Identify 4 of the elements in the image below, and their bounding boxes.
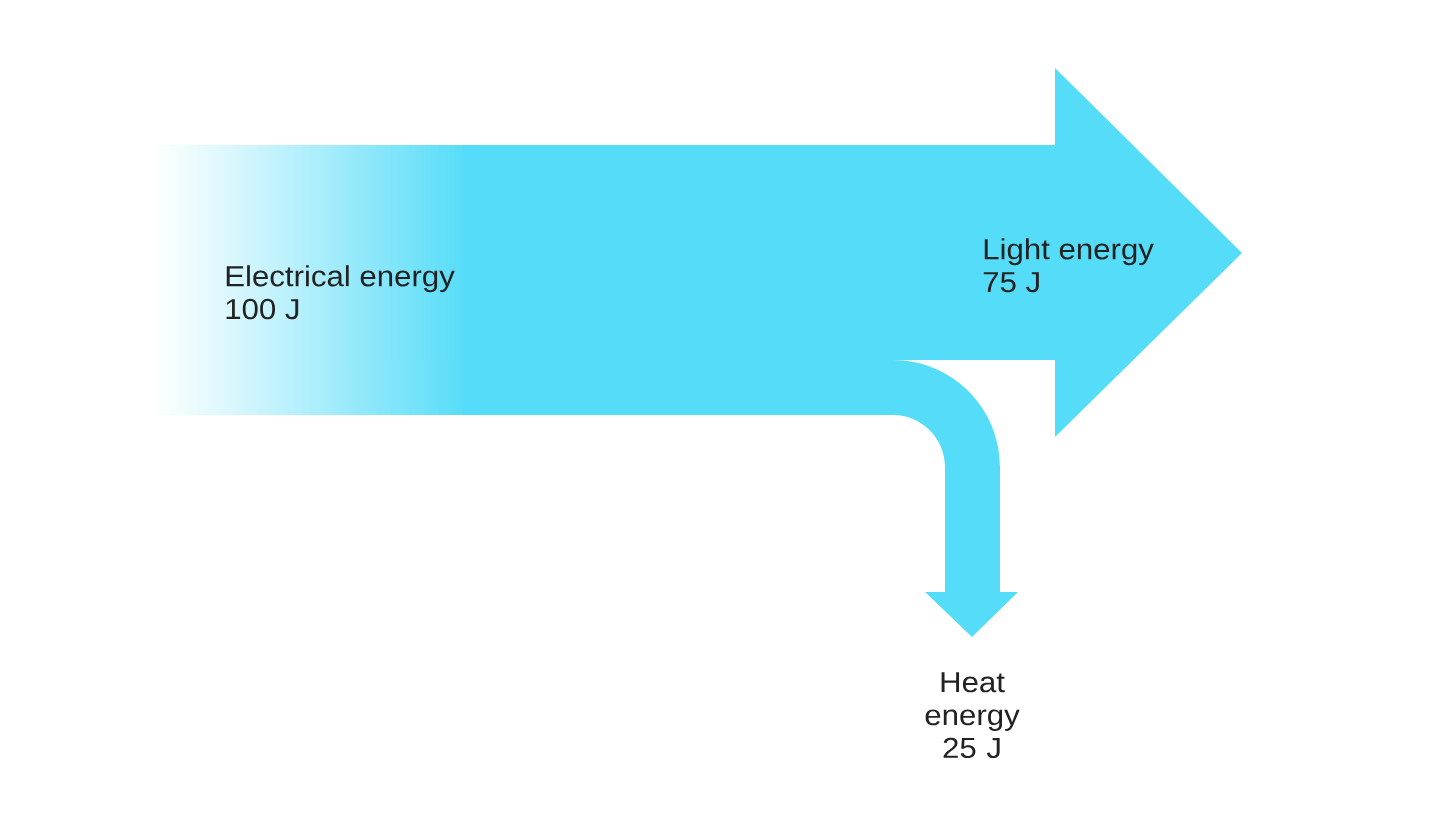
energy-label: Light energy 75 J [983,238,1154,293]
energy-label: Electrical energy 100 J [226,265,455,320]
flow-arrow [150,360,1018,637]
energy-label: Heat energy 25 J [925,672,1020,759]
